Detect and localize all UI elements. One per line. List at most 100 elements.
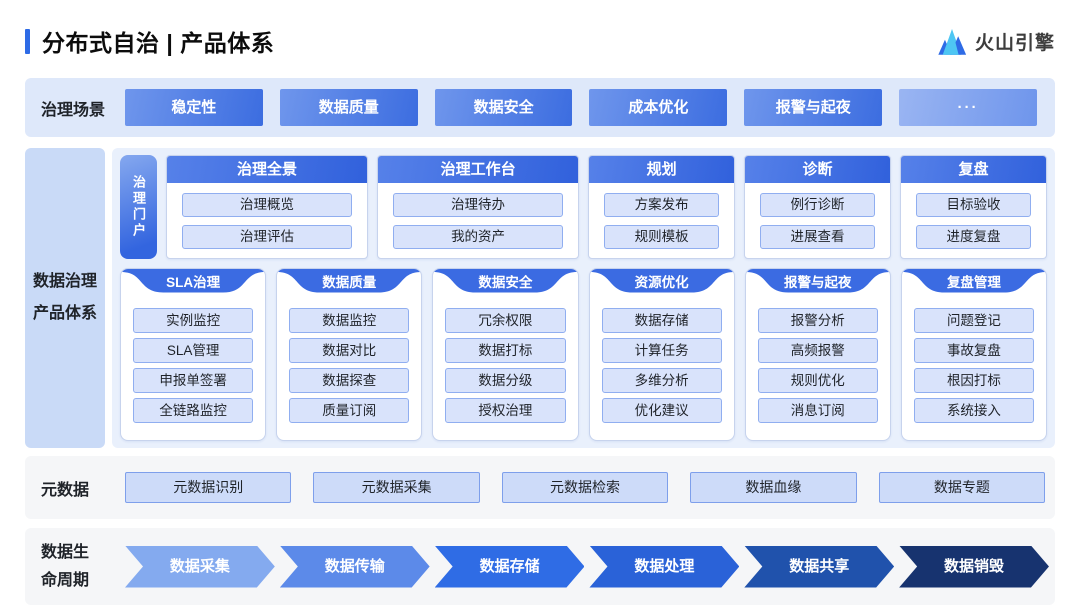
lifecycle-stage-process[interactable]: 数据处理 bbox=[589, 546, 739, 588]
product-button[interactable]: 根因打标 bbox=[913, 368, 1035, 393]
product-button[interactable]: 规则模板 bbox=[604, 224, 720, 249]
product-button[interactable]: 数据存储 bbox=[601, 308, 722, 333]
product-button[interactable]: 事故复盘 bbox=[913, 338, 1035, 363]
product-button[interactable]: 方案发布 bbox=[604, 192, 720, 217]
card-body: 报警分析 高频报警 规则优化 消息订阅 bbox=[746, 295, 890, 440]
card-review: 复盘 目标验收 进度复盘 bbox=[900, 155, 1047, 259]
product-button[interactable]: 治理待办 bbox=[393, 192, 564, 217]
scene-button-cost-optimization[interactable]: 成本优化 bbox=[589, 89, 728, 126]
lifecycle-stage-transfer[interactable]: 数据传输 bbox=[280, 546, 430, 588]
card-title: 报警与起夜 bbox=[784, 275, 852, 290]
product-button[interactable]: 数据监控 bbox=[289, 308, 410, 333]
lifecycle-label-line2: 命周期 bbox=[41, 571, 90, 589]
card-data-quality: 数据质量 数据监控 数据对比 数据探查 质量订阅 bbox=[276, 268, 423, 441]
scene-button-stability[interactable]: 稳定性 bbox=[125, 89, 263, 126]
card-governance-overview: 治理全景 治理概览 治理评估 bbox=[166, 155, 369, 259]
card-title: 数据安全 bbox=[478, 275, 533, 290]
lifecycle-arrows: 数据采集 数据传输 数据存储 数据处理 数据共享 数据销毁 bbox=[125, 546, 1055, 588]
product-button[interactable]: 例行诊断 bbox=[760, 192, 876, 217]
scene-button-data-quality[interactable]: 数据质量 bbox=[279, 89, 418, 126]
product-button[interactable]: 问题登记 bbox=[913, 308, 1035, 333]
metadata-label: 元数据 bbox=[41, 481, 90, 499]
ribbon-header: 数据安全 bbox=[433, 269, 578, 295]
card-body: 冗余权限 数据打标 数据分级 授权治理 bbox=[433, 295, 577, 440]
card-title: 规划 bbox=[589, 156, 735, 183]
product-button[interactable]: 冗余权限 bbox=[445, 308, 566, 333]
product-button[interactable]: 数据对比 bbox=[289, 338, 410, 363]
ribbon-shape bbox=[121, 269, 266, 293]
product-button[interactable]: 系统接入 bbox=[913, 398, 1035, 423]
governance-bottom-row: SLA治理 实例监控 SLA管理 申报单签署 全链路监控 数据质量 bbox=[120, 268, 1048, 441]
product-button[interactable]: 治理评估 bbox=[182, 224, 353, 249]
ribbon-header: SLA治理 bbox=[121, 269, 266, 295]
card-planning: 规划 方案发布 规则模板 bbox=[588, 155, 736, 259]
lifecycle-stage-destroy[interactable]: 数据销毁 bbox=[899, 546, 1049, 588]
product-button[interactable]: 实例监控 bbox=[133, 308, 254, 333]
scene-button-more[interactable]: ··· bbox=[899, 89, 1037, 126]
lifecycle-label: 数据生 命周期 bbox=[25, 539, 125, 593]
product-button[interactable]: SLA管理 bbox=[133, 338, 254, 363]
brand-name: 火山引擎 bbox=[974, 32, 1055, 54]
metadata-button-collect[interactable]: 元数据采集 bbox=[313, 472, 480, 503]
ribbon-header: 复盘管理 bbox=[901, 269, 1047, 295]
product-button[interactable]: 进度复盘 bbox=[916, 224, 1031, 249]
card-sla-governance: SLA治理 实例监控 SLA管理 申报单签署 全链路监控 bbox=[120, 268, 267, 441]
product-button[interactable]: 全链路监控 bbox=[133, 398, 254, 423]
card-title: 复盘 bbox=[901, 156, 1046, 183]
ribbon-shape bbox=[745, 269, 890, 293]
product-button[interactable]: 数据探查 bbox=[289, 368, 410, 393]
governance-label-line2: 产品体系 bbox=[32, 305, 97, 322]
lifecycle-stage-collect[interactable]: 数据采集 bbox=[125, 546, 275, 588]
product-button[interactable]: 质量订阅 bbox=[289, 398, 410, 423]
card-title: 资源优化 bbox=[634, 275, 689, 290]
scene-button-data-security[interactable]: 数据安全 bbox=[434, 89, 573, 126]
ribbon-shape bbox=[901, 269, 1047, 293]
product-button[interactable]: 我的资产 bbox=[393, 224, 564, 249]
governance-section-label: 数据治理 产品体系 bbox=[25, 148, 105, 448]
lifecycle-label-line1: 数据生 bbox=[41, 544, 90, 562]
card-diagnosis: 诊断 例行诊断 进展查看 bbox=[744, 155, 892, 259]
metadata-section: 元数据 元数据识别 元数据采集 元数据检索 数据血缘 数据专题 bbox=[25, 456, 1055, 519]
product-button[interactable]: 优化建议 bbox=[601, 398, 722, 423]
lifecycle-stage-share[interactable]: 数据共享 bbox=[744, 546, 894, 588]
product-button[interactable]: 数据打标 bbox=[445, 338, 566, 363]
ribbon-shape bbox=[277, 269, 422, 293]
card-body: 方案发布 规则模板 bbox=[589, 183, 734, 258]
ribbon-shape bbox=[589, 269, 734, 293]
governance-top-row: 治理门户 治理全景 治理概览 治理评估 治理工作台 治理待办 我的资产 bbox=[120, 155, 1047, 259]
metadata-button-identify[interactable]: 元数据识别 bbox=[125, 472, 292, 503]
product-button[interactable]: 报警分析 bbox=[757, 308, 878, 333]
governance-panel: 治理门户 治理全景 治理概览 治理评估 治理工作台 治理待办 我的资产 bbox=[112, 148, 1055, 448]
governance-label-line1: 数据治理 bbox=[32, 273, 97, 290]
product-button[interactable]: 目标验收 bbox=[916, 192, 1031, 217]
ribbon-shape bbox=[433, 269, 578, 293]
metadata-button-topics[interactable]: 数据专题 bbox=[878, 472, 1046, 503]
lifecycle-stage-storage[interactable]: 数据存储 bbox=[435, 546, 585, 588]
card-governance-workbench: 治理工作台 治理待办 我的资产 bbox=[377, 155, 580, 259]
card-body: 实例监控 SLA管理 申报单签署 全链路监控 bbox=[121, 295, 265, 440]
metadata-buttons: 元数据识别 元数据采集 元数据检索 数据血缘 数据专题 bbox=[125, 472, 1055, 503]
metadata-button-lineage[interactable]: 数据血缘 bbox=[690, 472, 857, 503]
product-button[interactable]: 计算任务 bbox=[601, 338, 722, 363]
product-button[interactable]: 规则优化 bbox=[757, 368, 878, 393]
product-button[interactable]: 多维分析 bbox=[601, 368, 722, 393]
product-button[interactable]: 申报单签署 bbox=[133, 368, 254, 393]
governance-section: 数据治理 产品体系 治理门户 治理全景 治理概览 治理评估 治理工作台 治理待办 bbox=[25, 148, 1055, 448]
card-body: 治理待办 我的资产 bbox=[378, 183, 578, 258]
card-title: 诊断 bbox=[745, 156, 891, 183]
card-title: 数据质量 bbox=[322, 275, 377, 290]
product-button[interactable]: 高频报警 bbox=[757, 338, 878, 363]
product-button[interactable]: 授权治理 bbox=[445, 398, 566, 423]
product-button[interactable]: 进展查看 bbox=[760, 224, 876, 249]
scene-button-alerts[interactable]: 报警与起夜 bbox=[744, 89, 883, 126]
scenes-buttons: 稳定性 数据质量 数据安全 成本优化 报警与起夜 ··· bbox=[125, 89, 1055, 126]
product-button[interactable]: 治理概览 bbox=[182, 192, 353, 217]
title-accent-bar bbox=[25, 28, 30, 54]
card-body: 目标验收 进度复盘 bbox=[901, 183, 1046, 258]
card-body: 数据存储 计算任务 多维分析 优化建议 bbox=[590, 295, 734, 440]
portal-tab[interactable]: 治理门户 bbox=[120, 155, 157, 259]
product-button[interactable]: 数据分级 bbox=[445, 368, 566, 393]
product-button[interactable]: 消息订阅 bbox=[757, 398, 878, 423]
metadata-button-search[interactable]: 元数据检索 bbox=[501, 472, 669, 503]
